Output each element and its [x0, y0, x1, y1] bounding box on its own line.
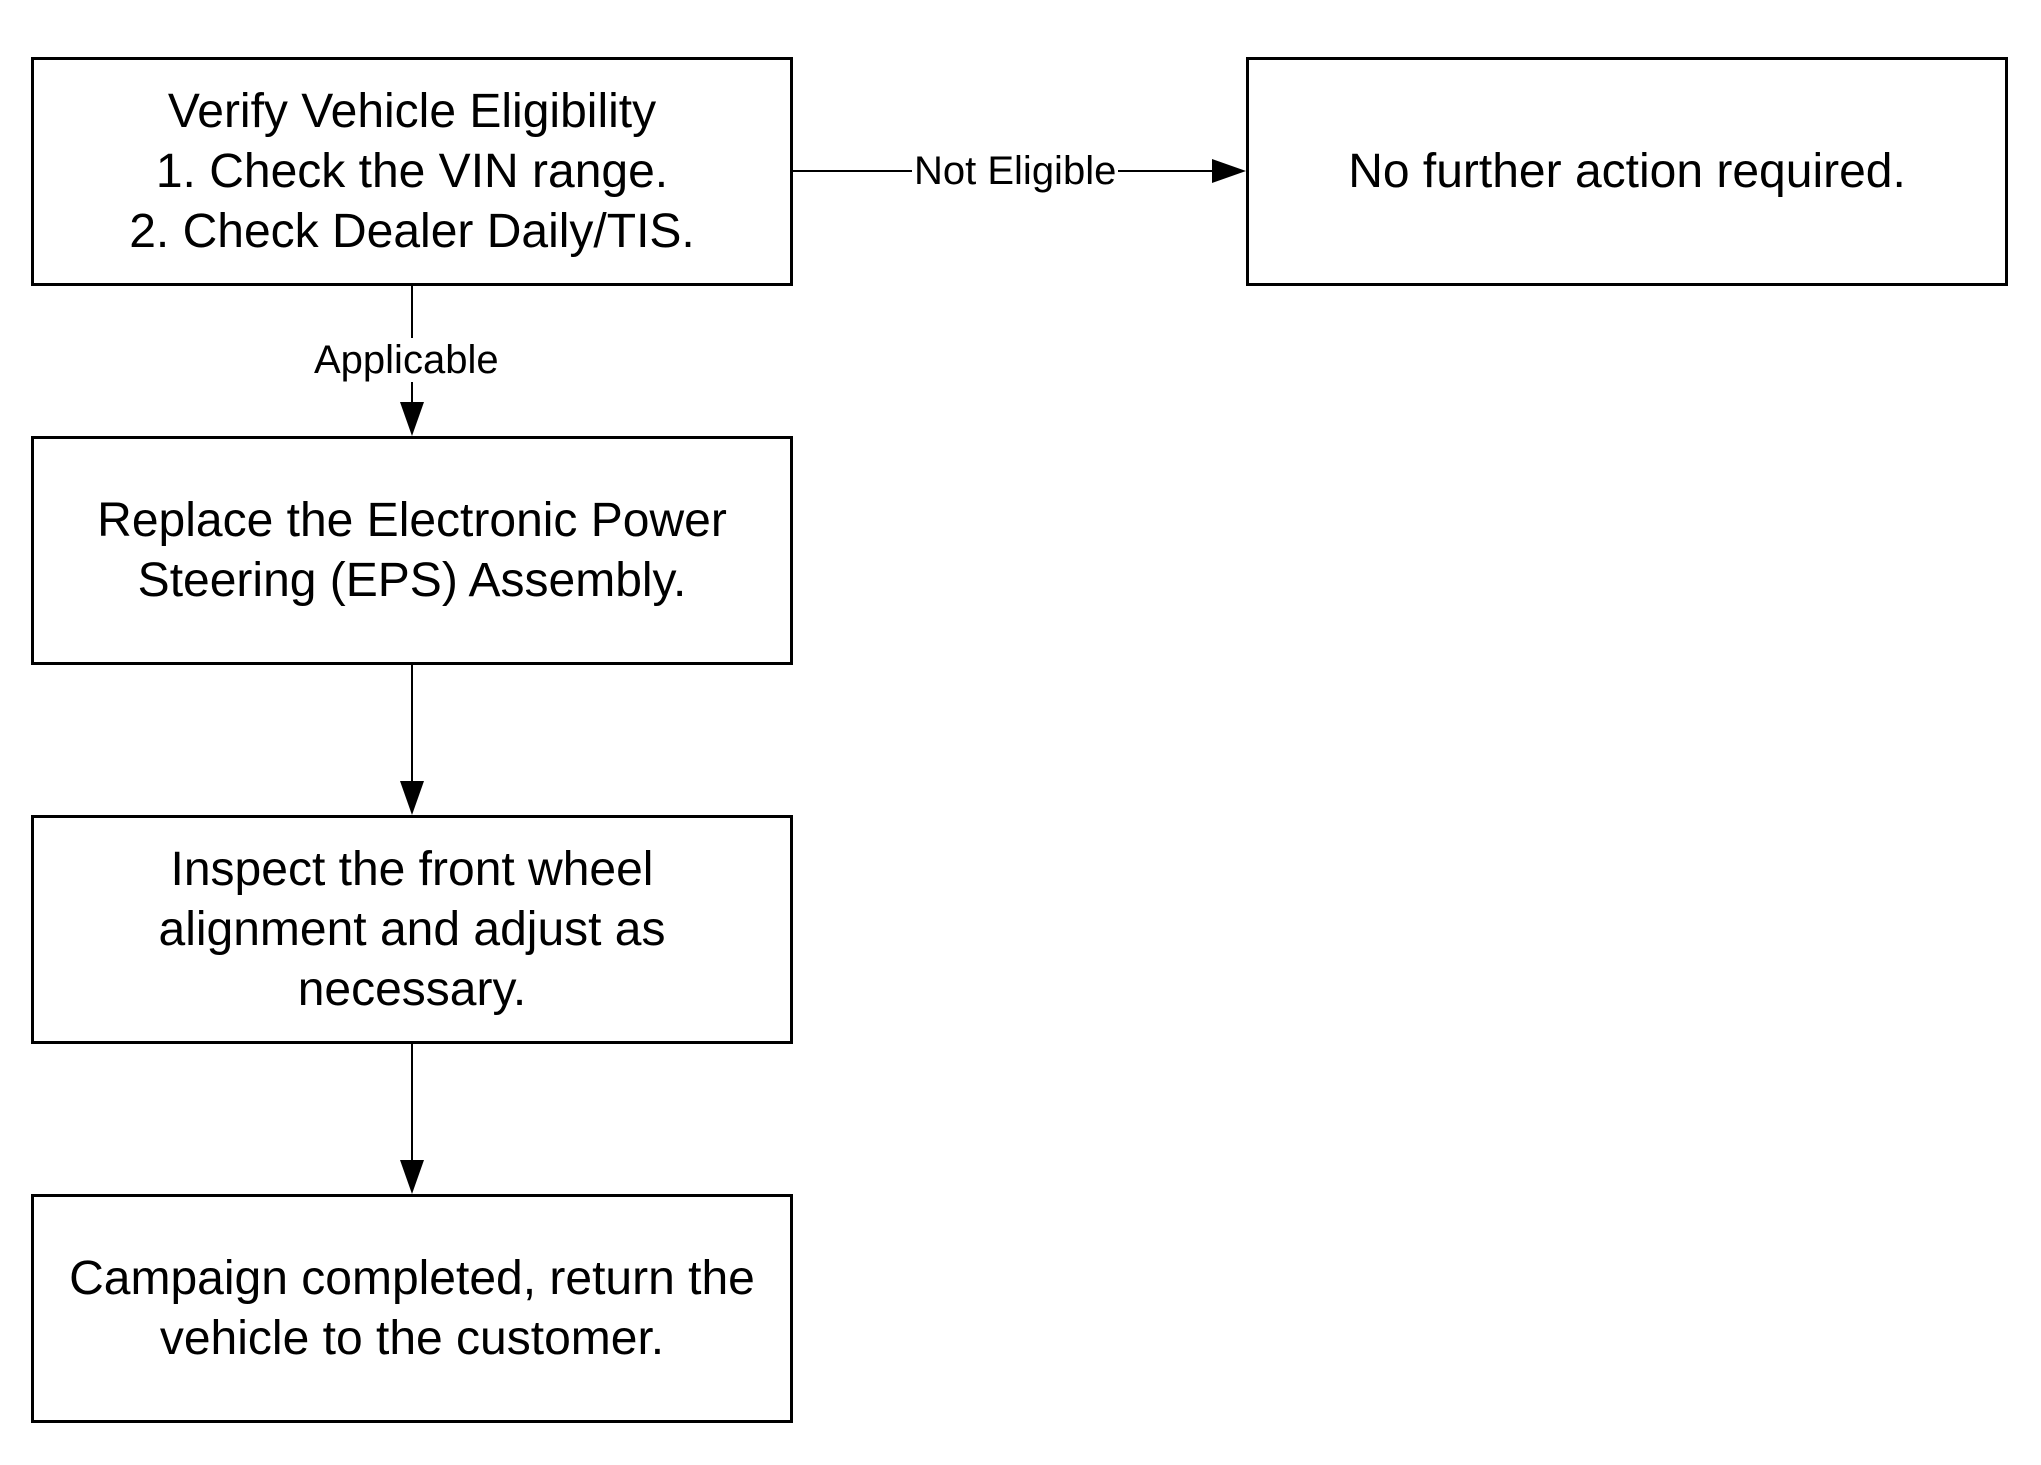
- inspect-alignment-node: Inspect the front wheel alignment and ad…: [31, 815, 793, 1044]
- node-line: Campaign completed, return the: [69, 1251, 755, 1305]
- replace-eps-node: Replace the Electronic Power Steering (E…: [31, 436, 793, 665]
- node-line: Replace the Electronic Power: [97, 493, 727, 547]
- node-line: alignment and adjust as: [158, 902, 666, 956]
- node-line: Steering (EPS) Assembly.: [137, 553, 687, 607]
- node-line: 2. Check Dealer Daily/TIS.: [129, 204, 695, 258]
- node-line: necessary.: [297, 962, 527, 1016]
- node-line: No further action required.: [1348, 144, 1906, 198]
- node-line: vehicle to the customer.: [159, 1311, 665, 1365]
- verify-eligibility-node: Verify Vehicle Eligibility 1. Check the …: [31, 57, 793, 286]
- node-line: Verify Vehicle Eligibility: [167, 84, 657, 138]
- node-line: 1. Check the VIN range.: [155, 144, 669, 198]
- campaign-completed-node: Campaign completed, return the vehicle t…: [31, 1194, 793, 1423]
- edge-inspect-to-complete: [400, 1044, 424, 1194]
- applicable-label: Applicable: [312, 338, 501, 382]
- no-further-action-node: No further action required.: [1246, 57, 2008, 286]
- node-line: Inspect the front wheel: [170, 842, 654, 896]
- edge-replace-to-inspect: [400, 665, 424, 815]
- not-eligible-label: Not Eligible: [912, 149, 1119, 193]
